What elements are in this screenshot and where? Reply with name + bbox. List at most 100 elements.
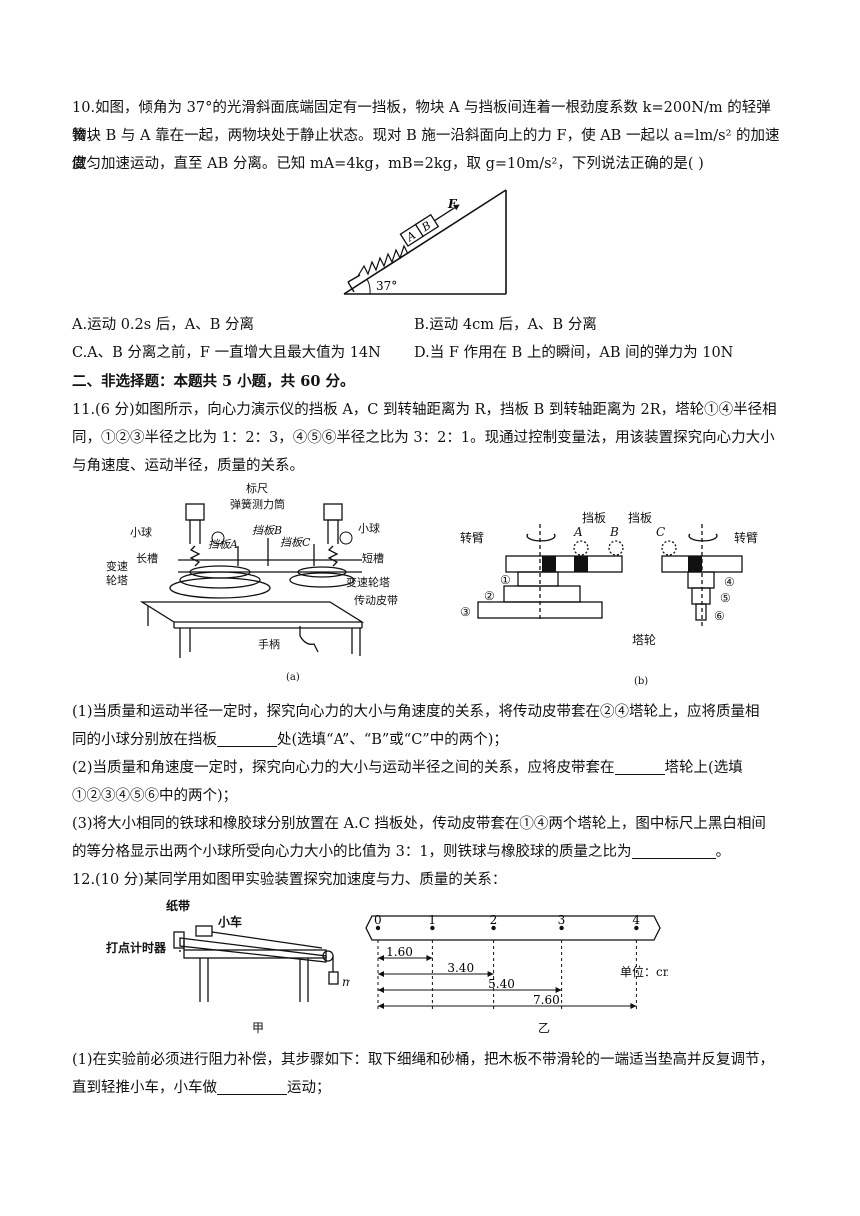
q11-sub2-pre: (2)当质量和角速度一定时，探究向心力的大小与运动半径之间的关系，应将皮带套在 xyxy=(72,760,615,776)
angle-label: 37° xyxy=(376,279,397,293)
label-zhuanbi-right: 转臂 xyxy=(734,530,758,545)
q12-line1: 12.(10 分)某同学用如图甲实验装置探究加速度与力、质量的关系： xyxy=(72,872,507,888)
label-duancao: 短槽 xyxy=(362,551,384,565)
label-talun: 塔轮 xyxy=(632,633,656,647)
q11-sub1-pre: 同的小球分别放在挡板 xyxy=(72,732,217,748)
label-n2: ② xyxy=(484,589,495,603)
label-point-a: A xyxy=(573,525,583,539)
label-zhuanbi-left: 转臂 xyxy=(460,530,484,545)
dimension-label-2: 3.40 xyxy=(447,961,474,975)
apparatus-figure-a: 标尺 弹簧测力筒 小球 小球 挡板A 挡板B 挡板C 长槽 短槽 变速 轮塔 变… xyxy=(106,481,398,683)
q11-sub1-line1: (1)当质量和运动半径一定时，探究向心力的大小与角速度的关系，将传动皮带套在②④… xyxy=(72,704,760,720)
tape-point-4 xyxy=(634,925,639,931)
tape-point-label-4: 4 xyxy=(632,913,640,927)
label-xiaoche: 小车 xyxy=(218,914,242,929)
dimension-label-4: 7.60 xyxy=(533,993,560,1007)
dimension-arrow-4-start xyxy=(378,1003,384,1009)
answer-blank-3[interactable] xyxy=(631,842,716,859)
q10-option-d: D.当 F 作用在 B 上的瞬间，AB 间的弹力为 10N xyxy=(414,345,734,361)
caption-jia: 甲 xyxy=(252,1021,264,1035)
answer-blank-2[interactable] xyxy=(614,758,665,775)
q11-sub3-line2: 的等分格显示出两个小球所受向心力大小的比值为 3：1，则铁球与橡胶球的质量之比为… xyxy=(72,838,792,866)
q10-option-a: A.运动 0.2s 后，A、B 分离 xyxy=(72,317,255,333)
dimension-arrow-2-start xyxy=(378,971,384,977)
q12-sub1-line2: 直到轻推小车，小车做 运动； xyxy=(72,1074,792,1102)
q11-sub1-post: 处(选填“A”、“B”或“C”中的两个)； xyxy=(277,732,508,748)
answer-blank-1[interactable] xyxy=(217,730,277,747)
q11-line3: 与角速度、运动半径，质量的关系。 xyxy=(72,458,304,474)
force-label: F xyxy=(447,197,458,211)
dimension-arrow-1-start xyxy=(378,955,384,961)
label-zhidai: 纸带 xyxy=(166,898,190,913)
tape-point-label-0: 0 xyxy=(374,913,382,927)
q10-line2: 物块 B 与 A 靠在一起，两物块处于静止状态。现对 B 施一沿斜面向上的力 F… xyxy=(72,128,780,172)
label-biaochi: 标尺 xyxy=(246,481,268,495)
q11-sub3-line1: (3)将大小相同的铁球和橡胶球分别放置在 A.C 挡板处，传动皮带套在①④两个塔… xyxy=(72,816,766,832)
paper-tape-figure: 0 1 2 3 4 1.60 3.40 5.40 7.60 单位：cm 乙 xyxy=(365,913,668,1035)
label-biansu-2: 轮塔 xyxy=(106,573,128,587)
label-n3: ③ xyxy=(460,605,471,619)
label-dangban-b: 挡板B xyxy=(252,524,282,537)
tape-point-1 xyxy=(430,925,435,931)
label-dadian: 打点计时器 xyxy=(106,940,167,955)
section-heading: 二、非选择题：本题共 5 小题，共 60 分。 xyxy=(72,373,355,390)
dimension-label-1: 1.60 xyxy=(386,945,413,959)
caption-yi: 乙 xyxy=(538,1021,550,1035)
label-dangban-c: 挡板C xyxy=(280,536,311,549)
q11-sub2-post: 塔轮上(选填 xyxy=(664,760,743,776)
label-n6: ⑥ xyxy=(714,609,725,623)
label-changcao: 长槽 xyxy=(136,552,158,565)
q10-option-b: B.运动 4cm 后，A、B 分离 xyxy=(414,317,597,333)
dimension-label-3: 5.40 xyxy=(488,977,515,991)
q12-sub1-line1: (1)在实验前必须进行阻力补偿，其步骤如下：取下细绳和砂桶，把木板不带滑轮的一端… xyxy=(72,1052,775,1068)
label-mass: m xyxy=(342,975,350,989)
schematic-figure-b: 转臂 转臂 挡板 挡板 A B C ① ② ③ ④ ⑤ ⑥ 塔轮 (b) xyxy=(460,511,758,687)
tape-point-0 xyxy=(375,925,381,931)
label-n1: ① xyxy=(500,573,511,587)
q11-sub3-post: 。 xyxy=(715,844,731,860)
dimension-arrow-4-end xyxy=(630,1003,637,1009)
tape-point-2 xyxy=(491,925,496,931)
label-shoubing: 手柄 xyxy=(258,637,280,651)
tape-point-label-3: 3 xyxy=(558,913,566,927)
q11-line1: 11.(6 分)如图所示，向心力演示仪的挡板 A，C 到转轴距离为 R，挡板 B… xyxy=(72,402,777,418)
answer-blank-4[interactable] xyxy=(217,1078,287,1095)
label-n4: ④ xyxy=(724,575,735,589)
label-point-c: C xyxy=(656,525,665,539)
q11-sub3-pre: 的等分格显示出两个小球所受向心力大小的比值为 3：1，则铁球与橡胶球的质量之比为 xyxy=(72,844,632,860)
label-xiaoqiu-left: 小球 xyxy=(130,525,152,539)
dimension-arrow-2-end xyxy=(487,971,494,977)
label-chuandong: 传动皮带 xyxy=(354,594,398,607)
tape-point-3 xyxy=(559,925,564,931)
label-xiaoqiu-right: 小球 xyxy=(358,521,380,535)
q11-sub1-line2: 同的小球分别放在挡板 处(选填“A”、“B”或“C”中的两个)； xyxy=(72,726,792,754)
label-point-b: B xyxy=(609,525,619,539)
label-dangban-1: 挡板 xyxy=(582,511,606,525)
label-dangban-a: 挡板A xyxy=(208,538,238,551)
label-n5: ⑤ xyxy=(720,591,731,605)
q11-line2: 同，①②③半径之比为 1：2：3，④⑤⑥半径之比为 3：2：1。现通过控制变量法… xyxy=(72,430,775,446)
dimension-arrow-3-start xyxy=(378,987,384,993)
caption-a: (a) xyxy=(286,672,300,683)
caption-b: (b) xyxy=(634,676,648,687)
q12-sub1-pre: 直到轻推小车，小车做 xyxy=(72,1080,217,1096)
tape-point-label-1: 1 xyxy=(428,913,436,927)
q10-option-c: C.A、B 分离之前，F 一直增大且最大值为 14N xyxy=(72,345,381,361)
label-biansu-right: 变速轮塔 xyxy=(346,575,390,589)
q10-line1: 10.如图，倾角为 37°的光滑斜面底端固定有一挡板，物块 A 与挡板间连着一根… xyxy=(72,100,771,144)
label-biansu-1: 变速 xyxy=(106,559,128,573)
dimension-arrow-3-end xyxy=(555,987,562,993)
incline-figure: A B F 37° xyxy=(343,189,507,295)
dimension-arrow-1-end xyxy=(426,955,433,961)
unit-label: 单位：cm xyxy=(620,964,668,979)
label-dangban-2: 挡板 xyxy=(628,511,652,525)
q11-sub2-line1: (2)当质量和角速度一定时，探究向心力的大小与运动半径之间的关系，应将皮带套在 塔… xyxy=(72,754,792,782)
tape-point-label-2: 2 xyxy=(490,913,498,927)
q10-line3: 做匀加速运动，直至 AB 分离。已知 mA=4kg，mB=2kg，取 g=10m… xyxy=(72,156,704,172)
q12-sub1-post: 运动； xyxy=(287,1080,331,1096)
label-tanhuang: 弹簧测力筒 xyxy=(230,497,285,511)
cart-apparatus-figure: 纸带 小车 打点计时器 m 甲 xyxy=(106,898,350,1035)
spring-icon xyxy=(357,244,409,277)
q11-sub2-line2: ①②③④⑤⑥中的两个)； xyxy=(72,788,238,804)
